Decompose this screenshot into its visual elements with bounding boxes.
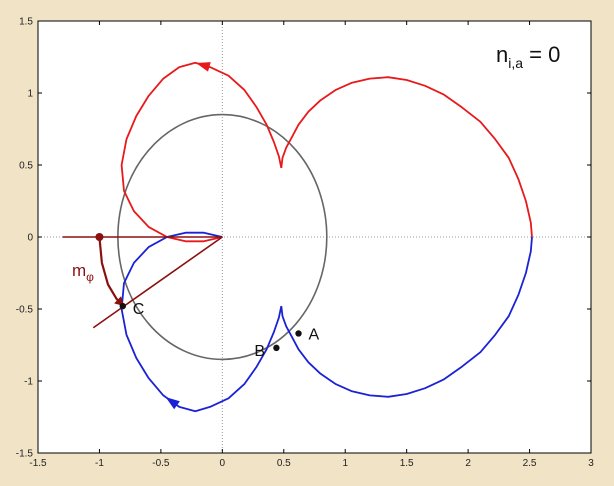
point-label-c: C <box>133 301 145 318</box>
construction-line-1 <box>92 236 223 329</box>
series-line-3 <box>120 231 283 413</box>
moment-label-base: m <box>72 261 86 280</box>
x-tick-label: -1.5 <box>29 458 47 469</box>
axis-ticks: -1.5 -1 -0.5 0 0.5 1 1.5 2 2.5 3 -1.5 -1 -0.5 0 0.5 1 1.… <box>16 17 594 470</box>
moment-start-marker <box>95 233 104 241</box>
series-line-2 <box>280 236 533 398</box>
labeled-points: A B C <box>119 301 320 360</box>
series-lines <box>120 61 533 413</box>
x-tick-label: -1 <box>95 458 104 469</box>
y-tick-label: 0 <box>27 233 33 244</box>
point-label-a: A <box>309 326 320 343</box>
direction-arrow-blue <box>165 397 180 410</box>
y-tick-label: 0.5 <box>19 161 33 172</box>
y-tick-label: -1 <box>24 377 33 388</box>
x-tick-label: 3 <box>588 458 594 469</box>
moment-label: mφ <box>72 261 94 284</box>
x-tick-label: 0 <box>220 458 226 469</box>
point-b <box>273 344 280 352</box>
x-tick-label: 1 <box>342 458 348 469</box>
x-tick-label: 1.5 <box>400 458 414 469</box>
annotation-base: n <box>496 42 508 67</box>
x-tick-label: -0.5 <box>152 458 170 469</box>
direction-arrow-red <box>195 62 211 72</box>
y-tick-label: 1 <box>27 89 33 100</box>
point-a <box>295 330 302 337</box>
point-label-b: B <box>254 343 265 360</box>
series-line-0 <box>280 76 533 238</box>
annotation-n-ia: ni,a = 0 <box>496 42 560 71</box>
x-tick-label: 0.5 <box>277 458 291 469</box>
series-line-1 <box>120 61 283 243</box>
moment-label-subscript: φ <box>86 270 94 284</box>
y-tick-label: -0.5 <box>16 305 34 316</box>
point-c <box>119 302 126 310</box>
y-tick-label: -1.5 <box>16 449 34 460</box>
x-tick-label: 2 <box>465 458 471 469</box>
annotation-subscript: i,a <box>508 55 523 71</box>
x-tick-label: 2.5 <box>523 458 537 469</box>
construction-lines <box>62 233 223 329</box>
y-tick-label: 1.5 <box>19 17 33 28</box>
annotation-rest: = 0 <box>523 42 560 67</box>
